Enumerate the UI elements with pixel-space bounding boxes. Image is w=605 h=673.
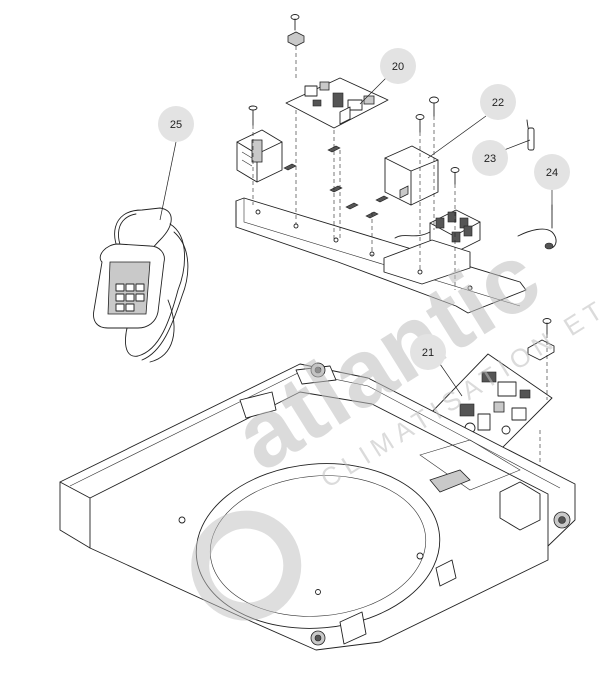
terminal-block <box>429 209 481 254</box>
callout-23: 23 <box>472 139 531 176</box>
screw-22a <box>429 96 439 117</box>
callout-22-label: 22 <box>492 97 504 109</box>
screw-22b <box>415 114 425 133</box>
mounting-plate <box>235 197 527 314</box>
watermark-logo-ring <box>191 510 302 621</box>
callout-24-label: 24 <box>546 167 558 179</box>
capacitor-22 <box>384 145 439 206</box>
top-assembly <box>235 14 557 314</box>
pcb-20 <box>285 77 389 129</box>
clips <box>283 145 389 219</box>
callout-20-label: 20 <box>392 61 404 73</box>
callout-21-label: 21 <box>422 347 434 359</box>
wire <box>394 231 431 239</box>
callout-25: 25 <box>158 106 194 221</box>
sensor-23 <box>526 119 535 151</box>
callout-23-label: 23 <box>484 153 496 165</box>
assembly-lines <box>252 110 456 290</box>
remote-keypad <box>115 283 145 312</box>
terminal-left <box>236 129 283 183</box>
top-clip-21 <box>527 318 555 361</box>
screw-22c <box>450 167 460 185</box>
callout-20: 20 <box>359 48 416 105</box>
bottom-assembly <box>59 318 576 651</box>
screw-top <box>287 14 305 80</box>
screw-left <box>248 105 258 126</box>
callout-25-label: 25 <box>170 119 182 131</box>
remote-controller-25 <box>93 207 189 363</box>
cable-24 <box>517 204 557 250</box>
callout-22: 22 <box>427 84 516 159</box>
callout-24: 24 <box>534 154 570 210</box>
callout-21: 21 <box>410 334 463 397</box>
